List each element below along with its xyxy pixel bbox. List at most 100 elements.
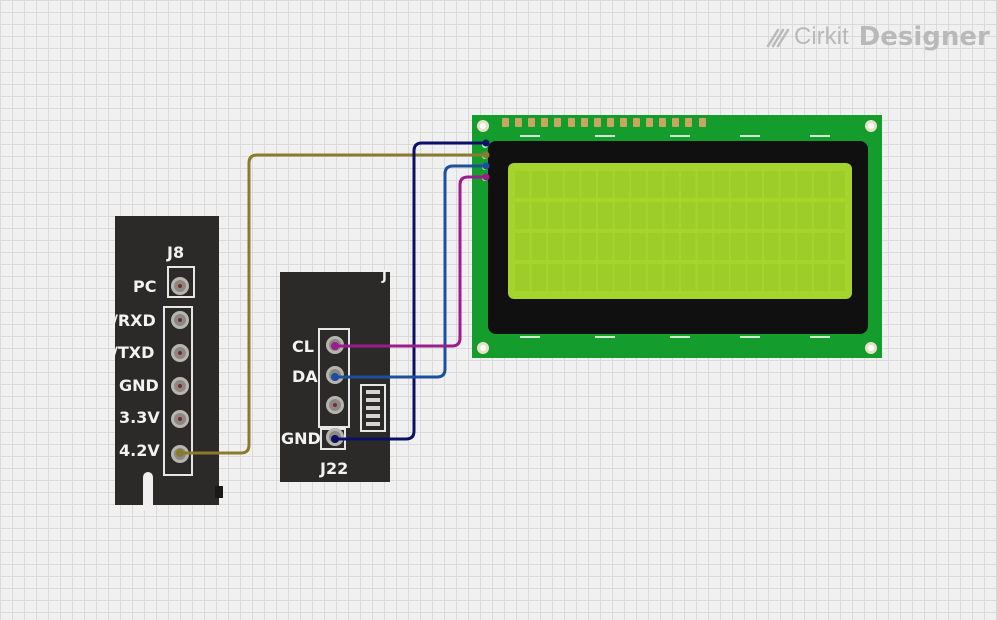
lcd-header-pin: [685, 118, 693, 127]
lcd-char-cell: [830, 233, 845, 260]
lcd-header-pin: [672, 118, 680, 127]
lcd-char-cell: [730, 264, 746, 291]
lcd-module[interactable]: [472, 115, 882, 358]
lcd-char-cell: [764, 264, 779, 291]
j22-pin-label-cl: CL: [292, 337, 314, 356]
j22-pin-label-gnd: GND: [281, 429, 321, 448]
lcd-header-pin: [633, 118, 640, 127]
lcd-char-cell: [764, 233, 779, 260]
wire-end-lcd-vcc: [482, 151, 490, 159]
lcd-char-cell: [631, 264, 646, 291]
j22-title: J22: [320, 459, 349, 478]
lcd-char-cell: [697, 233, 713, 260]
j8-pin-rxd[interactable]: [171, 311, 189, 329]
j8-pin-label-rxd: /RXD: [112, 311, 156, 330]
lcd-mount-hole-bl: [477, 342, 489, 354]
lcd-char-cell: [797, 264, 812, 291]
lcd-char-cell: [631, 202, 646, 229]
lcd-char-cell: [581, 233, 596, 260]
lcd-char-cell: [598, 171, 613, 198]
j8-header-outline: [163, 306, 193, 476]
lcd-bottom-slot: [595, 336, 615, 338]
lcd-char-cell: [664, 264, 679, 291]
wire-4v2-to-lcd-vcc[interactable]: [180, 153, 486, 455]
lcd-char-cell: [747, 171, 762, 198]
j8-board-slot: [143, 472, 153, 512]
lcd-header-pin: [515, 118, 523, 127]
lcd-bottom-slot: [670, 336, 690, 338]
cirkit-logo-icon: [766, 28, 790, 48]
lcd-char-cell: [830, 202, 845, 229]
wire-end-cl: [331, 342, 339, 350]
cirkit-designer-watermark: Cirkit Designer: [766, 20, 990, 54]
watermark-brand: Cirkit: [794, 23, 849, 50]
j22-side-mark: J: [382, 269, 387, 284]
j8-header-board[interactable]: J8 PC /RXD /TXD GND 3.3V 4.2V: [112, 216, 223, 512]
wire-gnd-to-lcd-gnd[interactable]: [335, 141, 486, 441]
lcd-char-cell: [564, 233, 580, 260]
lcd-char-cell: [730, 233, 746, 260]
lcd-top-slot: [595, 135, 615, 137]
lcd-char-cell: [813, 233, 829, 260]
lcd-char-cell: [647, 233, 663, 260]
lcd-character-grid: [515, 171, 845, 291]
lcd-header-pin: [698, 118, 706, 127]
lcd-char-cell: [813, 202, 829, 229]
lcd-char-cell: [681, 202, 696, 229]
wire-da-to-lcd-sda[interactable]: [335, 164, 486, 379]
lcd-char-cell: [564, 264, 580, 291]
lcd-char-cell: [548, 233, 563, 260]
j8-pin-pc[interactable]: [171, 277, 189, 295]
j8-title: J8: [167, 243, 185, 262]
lcd-char-cell: [598, 202, 613, 229]
lcd-char-cell: [780, 202, 796, 229]
lcd-char-cell: [780, 264, 796, 291]
lcd-char-cell: [681, 264, 696, 291]
j8-pin-label-txd: /TXD: [112, 343, 155, 362]
wire-end-lcd-sda: [482, 162, 490, 170]
lcd-char-cell: [664, 171, 679, 198]
lcd-header-pin: [541, 118, 549, 127]
lcd-header-pin: [646, 118, 654, 127]
lcd-char-cell: [647, 171, 663, 198]
lcd-char-cell: [780, 233, 796, 260]
lcd-header-pin: [554, 118, 562, 127]
lcd-char-cell: [515, 202, 530, 229]
wire-end-lcd-scl: [482, 173, 490, 181]
lcd-char-cell: [714, 264, 729, 291]
lcd-char-cell: [581, 264, 596, 291]
lcd-char-cell: [830, 171, 845, 198]
lcd-char-cell: [515, 171, 530, 198]
lcd-header-pin: [528, 118, 536, 127]
lcd-char-cell: [830, 264, 845, 291]
j8-pin-3v3[interactable]: [171, 410, 189, 428]
lcd-char-cell: [614, 202, 630, 229]
lcd-char-cell: [681, 233, 696, 260]
lcd-char-cell: [631, 233, 646, 260]
lcd-char-cell: [614, 171, 630, 198]
lcd-char-cell: [564, 202, 580, 229]
lcd-top-slot: [520, 135, 540, 137]
j22-jumper-outline: [360, 384, 386, 432]
j8-pin-txd[interactable]: [171, 344, 189, 362]
lcd-char-cell: [764, 171, 779, 198]
lcd-header-pin: [619, 118, 627, 127]
lcd-char-cell: [664, 233, 679, 260]
lcd-char-cell: [747, 233, 762, 260]
lcd-char-cell: [548, 264, 563, 291]
lcd-char-cell: [730, 171, 746, 198]
lcd-char-cell: [647, 264, 663, 291]
j22-pin-3[interactable]: [326, 396, 344, 414]
lcd-top-slot: [810, 135, 830, 137]
lcd-header-pin: [580, 118, 588, 127]
lcd-char-cell: [780, 171, 796, 198]
lcd-char-cell: [747, 264, 762, 291]
wire-cl-to-lcd-scl[interactable]: [335, 175, 486, 348]
lcd-char-cell: [614, 233, 630, 260]
lcd-char-cell: [598, 233, 613, 260]
lcd-char-cell: [515, 233, 530, 260]
lcd-char-cell: [531, 171, 547, 198]
lcd-bottom-slot: [740, 336, 760, 338]
lcd-header-pin: [659, 118, 667, 127]
j8-pin-gnd[interactable]: [171, 377, 189, 395]
